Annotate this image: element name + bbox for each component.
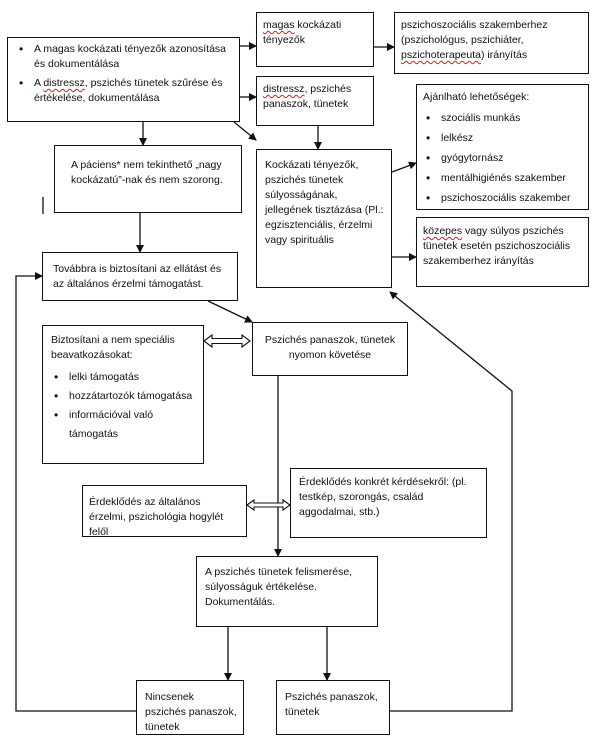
b10-title: Biztosítani a nem speciális beavatkozáso…: [51, 334, 175, 361]
b10-item: lelki támogatás: [51, 368, 197, 387]
b1-item: A distressz, pszichés tünetek szűrése és…: [16, 76, 233, 106]
b10-list: lelki támogatáshozzátartozók támogatásai…: [51, 368, 197, 444]
box-not-high-risk: A páciens* nem tekinthető „nagy kockázat…: [54, 145, 242, 213]
box-refer-to-specialist: pszichoszociális szakemberhez (pszicholó…: [394, 12, 589, 74]
box-identify-and-screen: A magas kockázati tényezők azonosítása é…: [7, 37, 240, 122]
arrow-b1-to-b7: [233, 121, 257, 141]
double-arrow-b10-b11: [203, 333, 251, 349]
box-non-specialist-interventions: Biztosítani a nem speciális beavatkozáso…: [42, 325, 204, 464]
box-continue-care: Továbbra is biztosítani az ellátást és a…: [42, 252, 238, 301]
box-recognize-symptoms: A pszichés tünetek felismerése, súlyossá…: [196, 556, 378, 627]
b5-item: szociális munkás: [423, 108, 582, 128]
b10-item: hozzátartozók támogatása: [51, 387, 197, 406]
b5-list: szociális munkáslelkészgyógytornászmentá…: [423, 108, 582, 208]
b5-item: lelkész: [423, 128, 582, 148]
b5-title: Ajánlható lehetőségek:: [423, 91, 530, 103]
box-general-wellbeing-inquiry: Érdeklődés az általános érzelmi, pszicho…: [82, 485, 247, 538]
loop-b15-to-b9: [15, 272, 136, 712]
b5-item: mentálhigiénés szakember: [423, 168, 582, 188]
double-arrow-b12-b13: [246, 498, 291, 512]
arrow-b9-to-b11: [207, 300, 253, 323]
b1-list: A magas kockázati tényezők azonosítása é…: [16, 42, 233, 106]
box-has-symptoms: Pszichés panaszok, tünetek: [276, 680, 390, 735]
arrow-b7-to-b5: [391, 161, 417, 173]
b1-item: A magas kockázati tényezők azonosítása é…: [16, 42, 233, 72]
b5-item: pszichoszociális szakember: [423, 188, 582, 208]
box-monitor-symptoms: Pszichés panaszok, tünetek nyomon követé…: [252, 322, 408, 376]
box-high-risk-factors: magas kockázati tényezők: [256, 12, 374, 67]
box-clarify-risk: Kockázati tényezők, pszichés tünetek súl…: [256, 149, 392, 288]
loop-b16-to-b7: [389, 291, 513, 712]
box-distress-symptoms: distressz, pszichés panaszok, tünetek: [256, 76, 374, 126]
box-no-symptoms: Nincsenek pszichés panaszok, tünetek: [136, 680, 244, 735]
box-specific-questions: Érdeklődés konkrét kérdésekről: (pl. tes…: [290, 468, 487, 538]
box-moderate-severe-referral: közepes vagy súlyos pszichés tünetek ese…: [416, 217, 589, 287]
b10-item: információval való támogatás: [51, 406, 197, 444]
box-recommended-options: Ajánlható lehetőségek: szociális munkásl…: [416, 84, 589, 210]
b5-item: gyógytornász: [423, 148, 582, 168]
